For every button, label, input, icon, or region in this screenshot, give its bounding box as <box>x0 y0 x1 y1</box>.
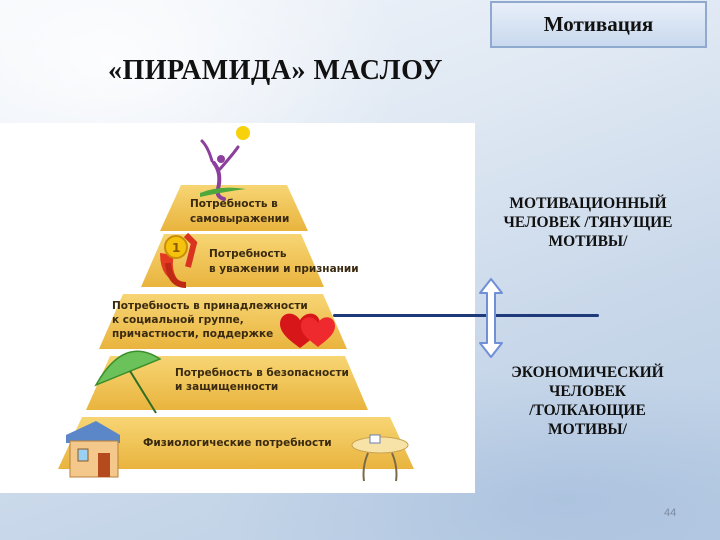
umbrella-icon <box>94 350 162 414</box>
hearts-icon <box>280 313 335 348</box>
divider-line <box>333 314 599 317</box>
level-1-text: Физиологические потребности <box>143 437 332 449</box>
pyramid-panel: Потребность в самовыражении Потребность … <box>0 123 475 493</box>
svg-text:1: 1 <box>172 241 180 255</box>
motivational-person-label: МОТИВАЦИОННЫЙ ЧЕЛОВЕК /ТЯНУЩИЕ МОТИВЫ/ <box>503 195 673 250</box>
maslow-pyramid: Потребность в самовыражении Потребность … <box>58 126 414 482</box>
level-2-text: Потребность в безопасности и защищенност… <box>175 367 353 393</box>
medal-icon: 1 <box>160 232 198 288</box>
level-4-text: Потребность в уважении и признании <box>209 248 359 275</box>
level-5-text: Потребность в самовыражении <box>190 198 289 225</box>
self-actualization-icon <box>200 126 250 201</box>
page-number: 44 <box>664 507 677 519</box>
house-icon <box>66 421 120 478</box>
economic-person-label: ЭКОНОМИЧЕСКИЙ ЧЕЛОВЕК /ТОЛКАЮЩИЕ МОТИВЫ/ <box>511 364 664 438</box>
double-arrow-icon <box>479 278 503 358</box>
pyramid-level-5 <box>160 185 308 231</box>
pyramid-level-1 <box>58 417 414 469</box>
table-icon <box>351 434 409 482</box>
slide-title: «ПИРАМИДА» МАСЛОУ <box>108 55 443 86</box>
pyramid-level-2 <box>86 356 368 410</box>
level-3-text: Потребность в принадлежности к социально… <box>112 300 311 340</box>
topic-badge: Мотивация <box>490 1 707 48</box>
